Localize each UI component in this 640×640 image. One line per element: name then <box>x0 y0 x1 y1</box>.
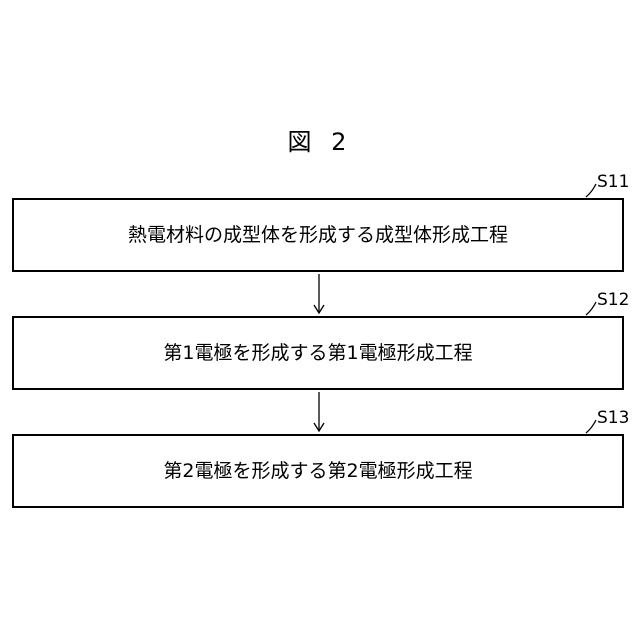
step-id-leader-s13 <box>586 420 596 433</box>
step-id-s12: S12 <box>597 290 629 310</box>
flow-arrow-1 <box>314 274 324 313</box>
step-id-s13: S13 <box>597 408 629 428</box>
step-box-s12: 第1電極を形成する第1電極形成工程 <box>12 316 624 390</box>
step-label-s12: 第1電極を形成する第1電極形成工程 <box>163 341 472 365</box>
step-id-s11: S11 <box>597 172 629 192</box>
step-id-leader-s11 <box>586 184 596 197</box>
figure-title: 図 2 <box>0 127 640 157</box>
step-box-s13: 第2電極を形成する第2電極形成工程 <box>12 434 624 508</box>
flow-arrow-2 <box>314 392 324 431</box>
step-box-s11: 熱電材料の成型体を形成する成型体形成工程 <box>12 198 624 272</box>
step-id-leader-s12 <box>586 302 596 315</box>
step-label-s13: 第2電極を形成する第2電極形成工程 <box>163 459 472 483</box>
step-label-s11: 熱電材料の成型体を形成する成型体形成工程 <box>128 223 508 247</box>
